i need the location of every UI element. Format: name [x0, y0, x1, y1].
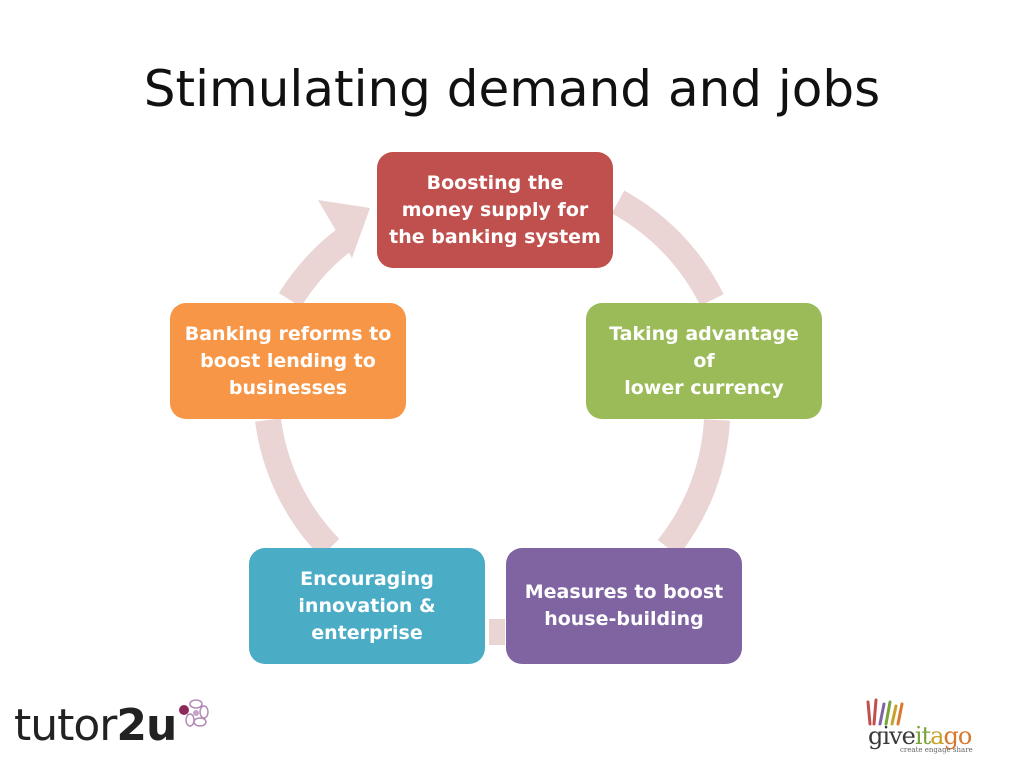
node-label-line: Boosting the: [426, 171, 564, 194]
cycle-node-house-building: Measures to boost house-building: [506, 548, 742, 664]
node-label-line: money supply for: [401, 198, 589, 221]
logo-text-bold: 2u: [116, 700, 177, 751]
logo-text-plain: tutor: [14, 700, 117, 751]
node-label-line: Measures to boost: [524, 581, 724, 603]
node-label-line: house-building: [544, 608, 704, 630]
cycle-arc-4-5: [255, 418, 340, 558]
node-label-line: Banking reforms to: [184, 322, 392, 345]
cycle-node-banking-reforms: Banking reforms to boost lending to busi…: [170, 303, 406, 419]
cycle-arc-5-1: [278, 229, 353, 308]
cycle-arc-1-2: [611, 190, 724, 306]
logo-text-give: give: [868, 722, 916, 750]
cycle-node-money-supply: Boosting the money supply for the bankin…: [377, 152, 613, 268]
cycle-arc-2-3: [657, 419, 730, 557]
node-label-line: enterprise: [311, 621, 423, 644]
flower-icon: [179, 699, 209, 727]
node-label-line: Taking advantage of: [609, 322, 799, 372]
cycle-node-lower-currency: Taking advantage of lower currency: [586, 303, 822, 419]
logo-text-go: go: [943, 722, 972, 750]
node-label-line: innovation &: [298, 594, 436, 617]
node-label-line: the banking system: [389, 225, 601, 248]
giveitago-hands-icon: [866, 698, 904, 726]
slide-title: Stimulating demand and jobs: [143, 60, 881, 118]
tutor2u-logo: tutor2u: [14, 696, 177, 756]
node-label-line: businesses: [228, 376, 348, 399]
giveitago-logo-text: giveitago: [868, 722, 972, 750]
node-label-line: Encouraging: [300, 567, 434, 590]
logo-text-it: it: [914, 722, 931, 750]
node-label-line: boost lending to: [200, 349, 376, 372]
logo-text-a: a: [930, 722, 944, 750]
giveitago-tagline: create engage share: [900, 746, 973, 754]
cycle-node-innovation: Encouraging innovation & enterprise: [249, 548, 485, 664]
node-label-line: lower currency: [624, 376, 784, 399]
cycle-arrowhead: [318, 200, 370, 258]
